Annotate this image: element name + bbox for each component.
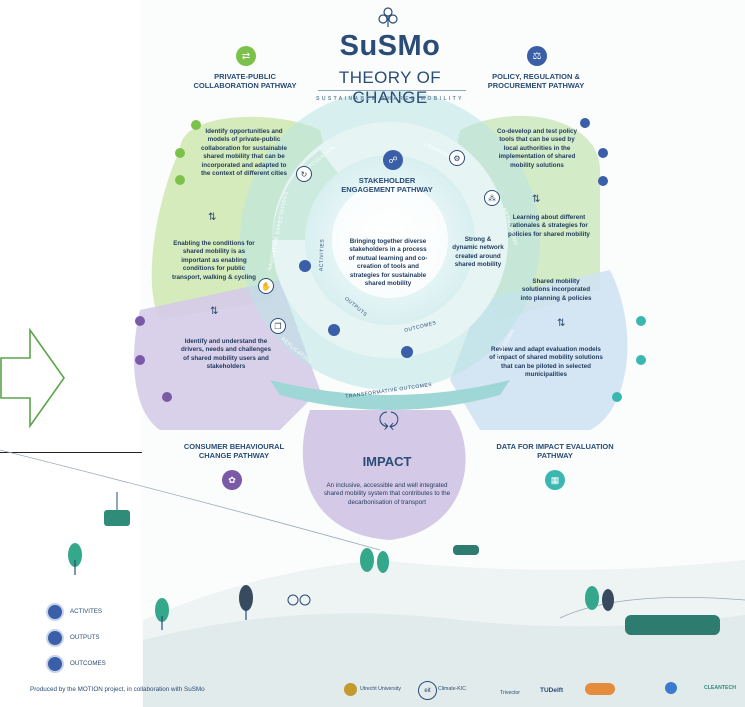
- brand-divider: [318, 90, 466, 91]
- center-activity-text: Bringing together diverse stakeholders i…: [348, 238, 428, 288]
- consumer-cycle-icon: ⇅: [210, 306, 219, 317]
- policy-activity-dot-icon: [580, 118, 590, 128]
- pp-activity-dot-icon: [191, 120, 201, 130]
- brand-subtitle: THEORY OF CHANGE: [338, 68, 442, 107]
- data-output-dot-icon: [636, 355, 646, 365]
- consumer-output-dot-icon: [135, 355, 145, 365]
- activity-ring-icon: [299, 260, 311, 272]
- ring-label-activities: ACTIVITIES: [318, 238, 326, 272]
- consumer-outcome-dot-icon: [162, 392, 172, 402]
- data-pathway-title: DATA FOR IMPACT EVALUATION PATHWAY: [496, 442, 614, 461]
- policy-pathway-title: POLICY, REGULATION & PROCUREMENT PATHWAY: [487, 72, 585, 91]
- collaboration-icon: ⇄: [236, 46, 256, 66]
- networking-icon: ⁂: [484, 190, 500, 206]
- right-arrow-icon: [0, 328, 65, 429]
- cleantech-logo-text: CLEANTECH: [704, 685, 736, 691]
- data-pathway-icon: ▦: [545, 470, 565, 490]
- data-cycle-icon: ⇅: [557, 318, 566, 329]
- pp-outcome-dot-icon: [175, 175, 185, 185]
- climate-logo-icon: eit: [418, 681, 437, 700]
- tudelft-logo-text: TUDelft: [540, 687, 564, 694]
- data-activity-dot-icon: [636, 316, 646, 326]
- legend-outcomes-label: OUTCOMES: [70, 660, 106, 667]
- policy-activity-text: Co-develop and test policy tools that ca…: [496, 128, 578, 169]
- consumer-activity-dot-icon: [135, 316, 145, 326]
- legend-activities-label: ACTIVITES: [70, 608, 102, 615]
- navigating-icon: ✋: [258, 278, 274, 294]
- data-outcome-dot-icon: [612, 392, 622, 402]
- learning-icon: ⚙: [449, 150, 465, 166]
- private-public-activity-text: Identify opportunities and models of pri…: [200, 128, 288, 178]
- globe-logo-icon: [665, 682, 677, 694]
- policy-output-text: Learning about different rationales & st…: [508, 214, 590, 238]
- brand-tagline: SUSTAINABLE SHARED MOBILITY: [316, 96, 464, 102]
- credit-text: Produced by the MOTION project, in colla…: [30, 686, 205, 693]
- diagram-background: [134, 90, 628, 540]
- consumer-activity-text: Identify and understand the drivers, nee…: [181, 338, 271, 371]
- pp-output-dot-icon: [175, 148, 185, 158]
- climate-logo-text: Climate-KIC: [438, 686, 466, 692]
- stakeholder-pathway-title: STAKEHOLDER ENGAGEMENT PATHWAY: [341, 176, 433, 195]
- pp-cycle-icon: ⇅: [208, 212, 217, 223]
- trivector-logo-text: Trivector: [500, 690, 520, 696]
- output-ring-icon: [328, 324, 340, 336]
- private-public-pathway-title: PRIVATE-PUBLIC COLLABORATION PATHWAY: [193, 72, 297, 91]
- left-panel: [0, 0, 142, 707]
- policy-icon: ⚖: [527, 46, 547, 66]
- impact-text: An inclusive, accessible and well integr…: [323, 482, 451, 506]
- data-activity-text: Review and adapt evaluation models of im…: [489, 346, 603, 379]
- data-outcome-text: Shared mobility solutions incorporated i…: [520, 278, 592, 302]
- legend-outputs-icon: [46, 629, 64, 647]
- impact-title: IMPACT: [362, 454, 412, 469]
- circulation-icon: ↻: [296, 166, 312, 182]
- private-public-outcome-text: Enabling the conditions for shared mobil…: [172, 240, 256, 281]
- legend-outputs-label: OUTPUTS: [70, 634, 100, 641]
- center-outcome-text: Strong & dynamic network created around …: [452, 236, 504, 269]
- brand-title: SuSMo: [339, 30, 441, 62]
- outcome-ring-icon: [401, 346, 413, 358]
- impact-cycle-arrows-icon: ⤹⤸: [378, 410, 400, 430]
- utrecht-logo-icon: [344, 683, 357, 696]
- policy-output-dot-icon: [598, 148, 608, 158]
- landscape-illustration: [0, 449, 745, 707]
- legend-outcomes-icon: [46, 655, 64, 673]
- replication-icon: ❐: [270, 318, 286, 334]
- utrecht-logo-text: Utrecht University: [360, 686, 401, 692]
- agency-logo-icon: [585, 683, 615, 695]
- susmo-logo-icon: [378, 7, 398, 27]
- stakeholder-icon: ☍: [383, 150, 403, 170]
- legend-activities-icon: [46, 603, 64, 621]
- consumer-pathway-title: CONSUMER BEHAVIOURAL CHANGE PATHWAY: [183, 442, 285, 461]
- policy-outcome-dot-icon: [598, 176, 608, 186]
- policy-cycle-icon: ⇅: [532, 194, 541, 205]
- consumer-pathway-icon: ✿: [222, 470, 242, 490]
